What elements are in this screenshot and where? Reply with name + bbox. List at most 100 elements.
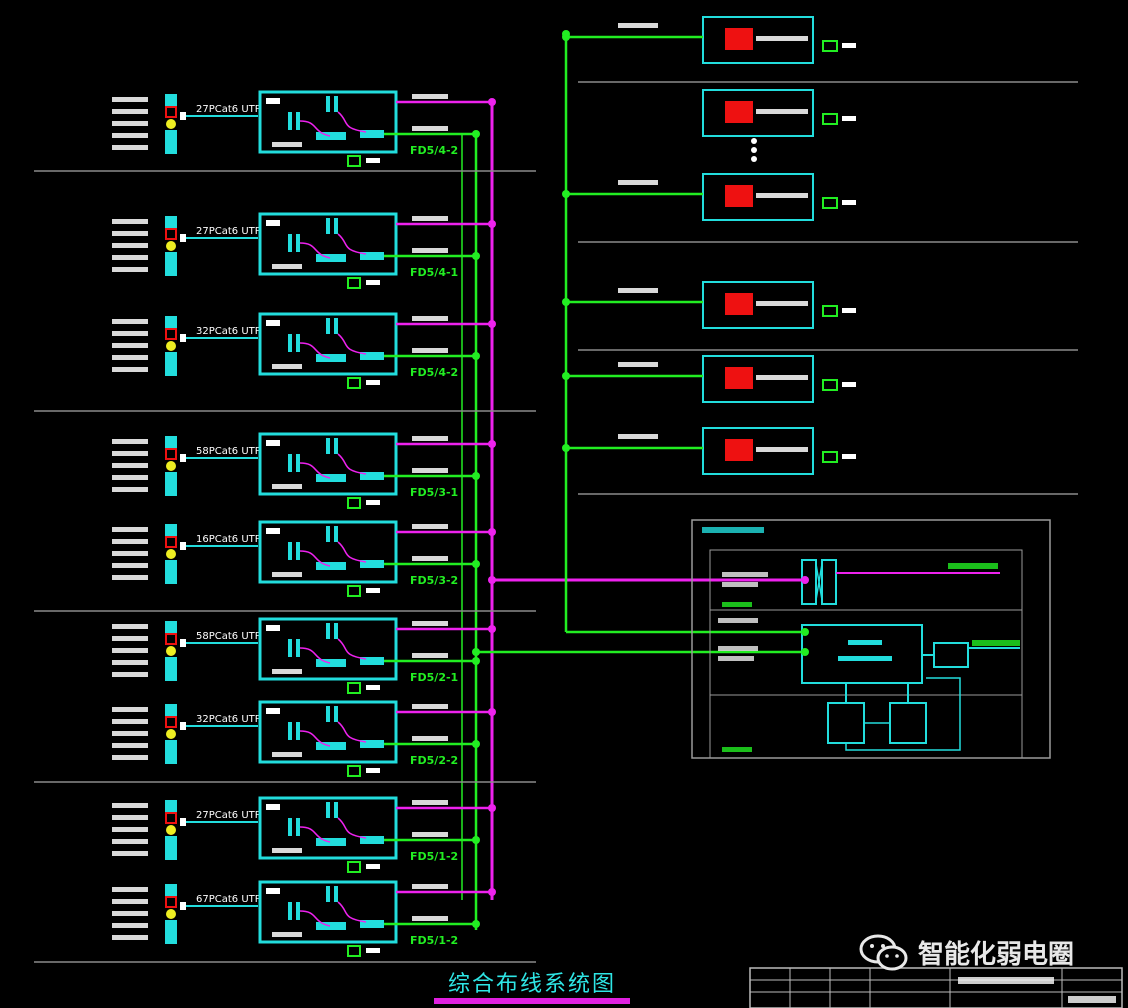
fd-sub-label-mark	[272, 848, 302, 853]
data-outlet-icon	[165, 800, 177, 812]
patch-cross-2	[815, 563, 823, 601]
cabinet-terminal	[822, 197, 838, 209]
patch-bar-right	[296, 112, 300, 130]
fd-fiber-panel	[360, 657, 384, 665]
fd-label-mark	[266, 440, 280, 446]
equipment-room-inner	[709, 549, 1023, 759]
cable-spec-label: 27PCat6 UTP	[196, 104, 261, 115]
outlet-label-mark	[112, 527, 148, 532]
patch-bar-left	[288, 454, 292, 472]
cabinet-terminal	[822, 40, 838, 52]
feeder-label-mark	[618, 288, 658, 293]
outlet-label-mark	[112, 672, 148, 677]
firewall-box	[933, 642, 969, 668]
building-cabinet	[702, 89, 856, 137]
data-outlet-icon	[165, 252, 177, 264]
fd-label: FD5/1-2	[410, 850, 458, 863]
floor-distributor	[258, 212, 398, 276]
patch-bar-right	[296, 334, 300, 352]
data-outlet-icon	[165, 704, 177, 716]
fd-sub-label-mark	[272, 752, 302, 757]
outlet-label-mark	[112, 887, 148, 892]
voice-junction	[488, 440, 496, 448]
outlet-label-mark	[112, 97, 148, 102]
outlet-label-mark	[112, 551, 148, 556]
cabinet-box	[702, 427, 814, 475]
core-label-mark-1	[848, 640, 882, 645]
outlet-label-mark	[112, 475, 148, 480]
cabinet-label-mark	[756, 36, 808, 41]
cable-spec-label: 32PCat6 UTP	[196, 326, 261, 337]
outlet-label-mark	[112, 911, 148, 916]
cabinet-box	[702, 16, 814, 64]
data-outlet-icon	[165, 560, 177, 572]
patch-cord-2	[337, 721, 367, 743]
patch-bar-left	[288, 722, 292, 740]
switch-port-right	[334, 318, 338, 334]
watermark-text: 智能化弱电圈	[918, 939, 1075, 970]
fd-label-mark	[266, 804, 280, 810]
building-cabinet	[562, 281, 856, 329]
patch-bar-left	[288, 334, 292, 352]
ground-label-mark	[366, 948, 380, 953]
ground-label-mark	[366, 768, 380, 773]
fd-switch	[316, 354, 346, 362]
outlet-label-mark	[112, 367, 148, 372]
watermark: 智能化弱电圈	[858, 932, 1074, 972]
cabinet-terminal	[822, 305, 838, 317]
cabinet-label-mark	[756, 193, 808, 198]
switch-port-right	[334, 802, 338, 818]
outlet-label-mark	[112, 109, 148, 114]
outlet-label-mark	[112, 851, 148, 856]
phone-outlet-icon	[165, 328, 177, 340]
data-junction	[472, 252, 480, 260]
cabinet-red-block	[725, 293, 753, 315]
outlet-label-mark	[112, 319, 148, 324]
outlet-label-mark	[112, 145, 148, 150]
floor-distributor	[258, 520, 398, 584]
room-label-mark-3	[722, 602, 752, 607]
switch-port-left	[326, 96, 330, 112]
outlet-label-mark	[112, 660, 148, 665]
fd-label: FD5/4-2	[410, 366, 458, 379]
patch-bar-left	[288, 542, 292, 560]
patch-cord	[299, 462, 331, 479]
patch-cord	[299, 647, 331, 664]
ground-terminal	[347, 377, 361, 389]
patch-bar-right	[296, 234, 300, 252]
outlet-label-mark	[112, 575, 148, 580]
ground-terminal	[347, 497, 361, 509]
fd-label: FD5/4-2	[410, 144, 458, 157]
cabinet-red-block	[725, 439, 753, 461]
cable-terminal	[180, 334, 186, 342]
switch-port-left	[326, 706, 330, 722]
cable-spec-label: 32PCat6 UTP	[196, 714, 261, 725]
fd-fiber-panel	[360, 920, 384, 928]
patch-cord	[299, 910, 331, 927]
voice-label-mark	[412, 216, 448, 221]
outlet-label-mark	[112, 439, 148, 444]
cabinet-box	[702, 173, 814, 221]
outlet-label-mark	[112, 719, 148, 724]
fd-switch	[316, 132, 346, 140]
data-outlet-icon	[165, 142, 177, 154]
fd-switch	[316, 838, 346, 846]
outlet-label-mark	[112, 255, 148, 260]
cabinet-box	[702, 89, 814, 137]
cabinet-red-block	[725, 367, 753, 389]
fd-label: FD5/2-1	[410, 671, 458, 684]
switch-port-left	[326, 218, 330, 234]
outlet-label-mark	[112, 451, 148, 456]
riser-top-junction	[562, 30, 570, 38]
data-label-mark	[412, 468, 448, 473]
switch-port-left	[326, 802, 330, 818]
fd-sub-label-mark	[272, 142, 302, 147]
outlet-label-mark	[112, 243, 148, 248]
floor-distributor	[258, 432, 398, 496]
data-label-mark	[412, 348, 448, 353]
fd-fiber-panel	[360, 352, 384, 360]
